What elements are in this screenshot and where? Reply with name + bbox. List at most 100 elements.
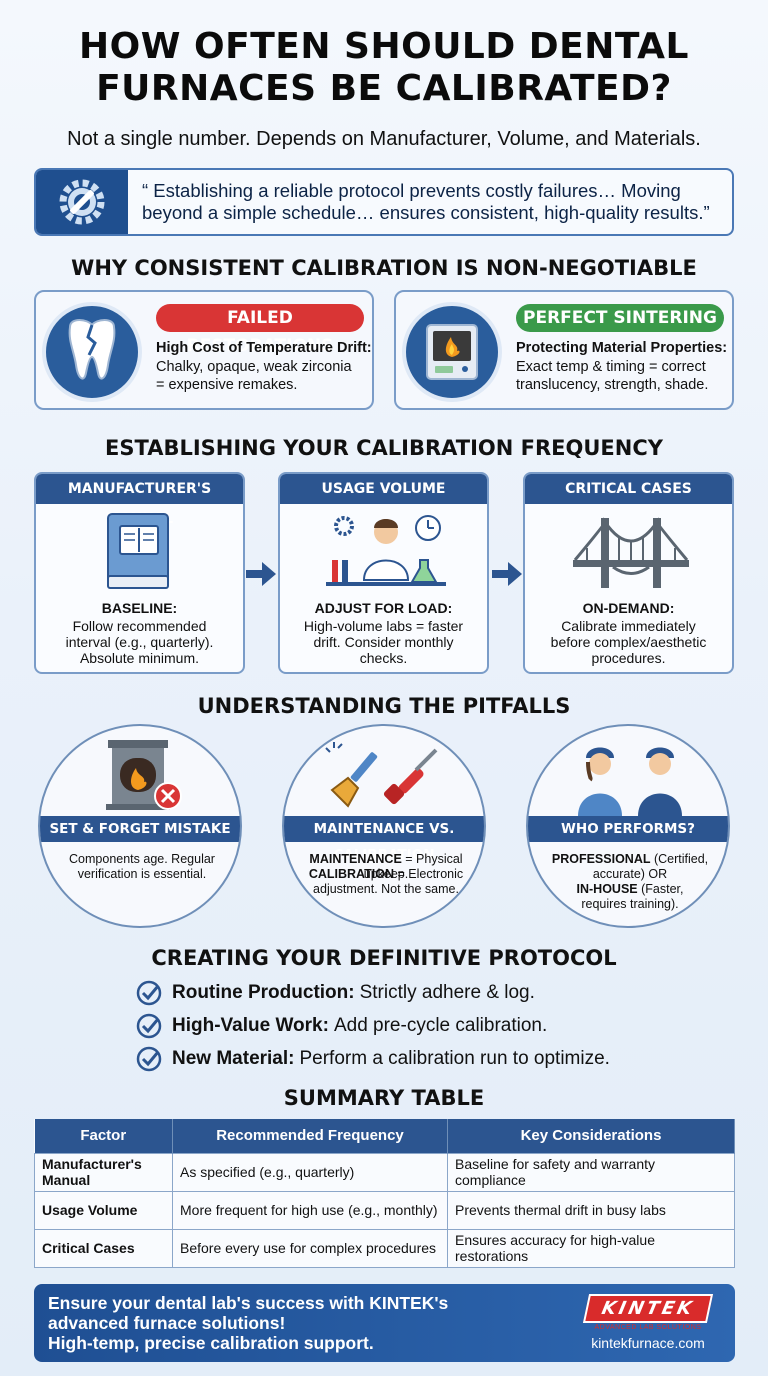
logo-text: KINTEK (582, 1294, 714, 1323)
table-cell: As specified (e.g., quarterly) (172, 1152, 448, 1192)
frequency-heading: ESTABLISHING YOUR CALIBRATION FREQUENCY (105, 436, 663, 460)
logo-tagline: ADVANCED LAB SOLUTIONS (594, 1324, 702, 1331)
freq-card-line: drift. Consider monthly (313, 634, 454, 650)
website-link[interactable]: kintekfurnace.com (591, 1335, 705, 1351)
title-line-1: HOW OFTEN SHOULD DENTAL (79, 26, 689, 67)
card-line: Chalky, opaque, weak zirconia (156, 359, 352, 375)
quote-line-2: beyond a simple schedule… ensures consis… (142, 202, 710, 223)
pitfall-line: IN-HOUSE (Faster, (546, 882, 714, 897)
pitfall-line: verification is essential. (77, 867, 207, 881)
freq-card-header: USAGE VOLUME (280, 474, 487, 504)
pitfalls-heading: UNDERSTANDING THE PITFALLS (197, 694, 571, 718)
technicians-icon (578, 747, 682, 816)
kintek-logo[interactable]: KINTEK ADVANCED LAB SOLUTIONS kintekfurn… (573, 1294, 723, 1351)
pitfall-band: MAINTENANCE VS. CALIBRATION (284, 816, 484, 863)
freq-card-line: Follow recommended (72, 618, 207, 634)
card-line: = expensive remakes. (156, 377, 298, 393)
furnace-icon (402, 302, 502, 402)
pitfall-bold: IN-HOUSE (576, 882, 638, 896)
freq-card-line: High-volume labs = faster (303, 618, 464, 634)
pitfall-line: MAINTENANCE = Physical upkeep. (302, 852, 470, 882)
table-row: Usage Volume More frequent for high use … (34, 1190, 735, 1230)
table-cell: Prevents thermal drift in busy labs (447, 1190, 735, 1230)
footer-line-3: High-temp, precise calibration support. (48, 1333, 374, 1353)
table-cell: Usage Volume (34, 1190, 173, 1230)
freq-card-bold: ON-DEMAND: (582, 600, 675, 616)
stove-error-icon (106, 740, 182, 810)
pitfall-line: adjustment. Not the same. (313, 882, 459, 896)
pitfall-rest: (Certified, (650, 852, 709, 866)
freq-card-line: Absolute minimum. (79, 650, 200, 666)
pitfall-bold: PROFESSIONAL (551, 852, 651, 866)
freq-card-bold: BASELINE: (101, 600, 178, 616)
freq-card-line: interval (e.g., quarterly). (65, 634, 214, 650)
card-bold-text: Protecting Material Properties: (516, 340, 728, 356)
table-row: Manufacturer's Manual As specified (e.g.… (34, 1152, 735, 1192)
footer-line-2: advanced furnace solutions! (48, 1313, 286, 1333)
failed-restorations-card: FAILED RESTORATIONS High Cost of Tempera… (34, 290, 374, 410)
freq-card-header: MANUFACTURER'S MANUAL (36, 474, 243, 527)
column-header: Key Considerations (447, 1119, 735, 1153)
pitfall-line: requires training). (581, 897, 679, 911)
pitfall-band: SET & FORGET MISTAKE (40, 816, 240, 842)
protocol-item: New Material: Perform a calibration run … (136, 1046, 610, 1072)
protocol-item: High-Value Work: Add pre-cycle calibrati… (136, 1013, 547, 1039)
protocol-bold: Routine Production: (172, 982, 355, 1003)
footer-banner[interactable]: Ensure your dental lab's success with KI… (34, 1284, 735, 1362)
table-cell: Critical Cases (34, 1228, 173, 1268)
protocol-rest: Add pre-cycle calibration. (333, 1015, 548, 1036)
protocol-rest: Perform a calibration run to optimize. (299, 1048, 610, 1069)
protocol-rest: Strictly adhere & log. (359, 982, 535, 1003)
pitfall-line: accurate) OR (592, 867, 668, 881)
column-header: Factor (34, 1119, 173, 1153)
title-line-2: FURNACES BE CALIBRATED? (96, 68, 672, 109)
table-cell: Manufacturer's Manual (34, 1152, 173, 1192)
summary-heading: SUMMARY TABLE (283, 1086, 485, 1110)
freq-card-critical: CRITICAL CASES ON-DEMAND: Calibrate imme… (523, 472, 734, 674)
pitfall-bold: CALIBRATION (308, 867, 395, 881)
protocol-heading: CREATING YOUR DEFINITIVE PROTOCOL (151, 946, 617, 970)
lab-technician-icon (326, 515, 446, 586)
arrow-right-icon (246, 562, 276, 586)
table-cell: Baseline for safety and warranty complia… (447, 1152, 735, 1192)
protocol-item: Routine Production: Strictly adhere & lo… (136, 980, 535, 1006)
manual-book-icon (107, 513, 169, 589)
perfect-sintering-card: PERFECT SINTERING Protecting Material Pr… (394, 290, 734, 410)
why-heading: WHY CONSISTENT CALIBRATION IS NON-NEGOTI… (71, 256, 697, 280)
pitfall-rest: = Electronic (394, 867, 464, 881)
brush-screwdriver-icon (325, 742, 438, 808)
pitfall-bold: MAINTENANCE (309, 852, 402, 866)
protocol-bold: New Material: (172, 1048, 295, 1069)
pitfall-line: PROFESSIONAL (Certified, (546, 852, 714, 867)
quote-line-1: “ Establishing a reliable protocol preve… (142, 180, 681, 201)
table-cell: Ensures accuracy for high-value restorat… (447, 1228, 735, 1268)
freq-card-manual: MANUFACTURER'S MANUAL BASELINE: Follow r… (34, 472, 245, 674)
quote-box: “ Establishing a reliable protocol preve… (34, 168, 734, 236)
page-title: HOW OFTEN SHOULD DENTAL FURNACES BE CALI… (0, 26, 768, 110)
freq-card-bold: ADJUST FOR LOAD: (314, 600, 453, 616)
footer-line-1: Ensure your dental lab's success with KI… (48, 1293, 449, 1313)
card-line: translucency, strength, shade. (516, 377, 709, 393)
pitfall-set-forget: SET & FORGET MISTAKE Components age. Reg… (38, 724, 242, 928)
table-cell: Before every use for complex procedures (172, 1228, 448, 1268)
check-circle-icon (136, 980, 162, 1006)
freq-card-line: checks. (359, 650, 408, 666)
freq-card-usage: USAGE VOLUME ADJUST FOR LOAD: High-volum… (278, 472, 489, 674)
arrow-right-icon (492, 562, 522, 586)
subtitle: Not a single number. Depends on Manufact… (67, 128, 701, 150)
bridge-icon (573, 517, 689, 588)
pitfall-line: Components age. Regular (69, 852, 215, 866)
pitfall-rest: = Physical upkeep. (363, 852, 463, 881)
pitfall-maintenance: MAINTENANCE VS. CALIBRATION MAINTENANCE … (282, 724, 486, 928)
broken-tooth-icon (42, 302, 142, 402)
card-line: Exact temp & timing = correct (516, 359, 706, 375)
table-cell: More frequent for high use (e.g., monthl… (172, 1190, 448, 1230)
pitfall-who-performs: WHO PERFORMS? PROFESSIONAL (Certified, a… (526, 724, 730, 928)
protocol-bold: High-Value Work: (172, 1015, 329, 1036)
quote-text: “ Establishing a reliable protocol preve… (128, 180, 732, 224)
table-row: Critical Cases Before every use for comp… (34, 1228, 735, 1268)
pitfall-band: WHO PERFORMS? (528, 816, 728, 842)
check-circle-icon (136, 1046, 162, 1072)
freq-card-line: before complex/aesthetic (550, 634, 707, 650)
freq-card-line: Calibrate immediately (561, 618, 696, 634)
